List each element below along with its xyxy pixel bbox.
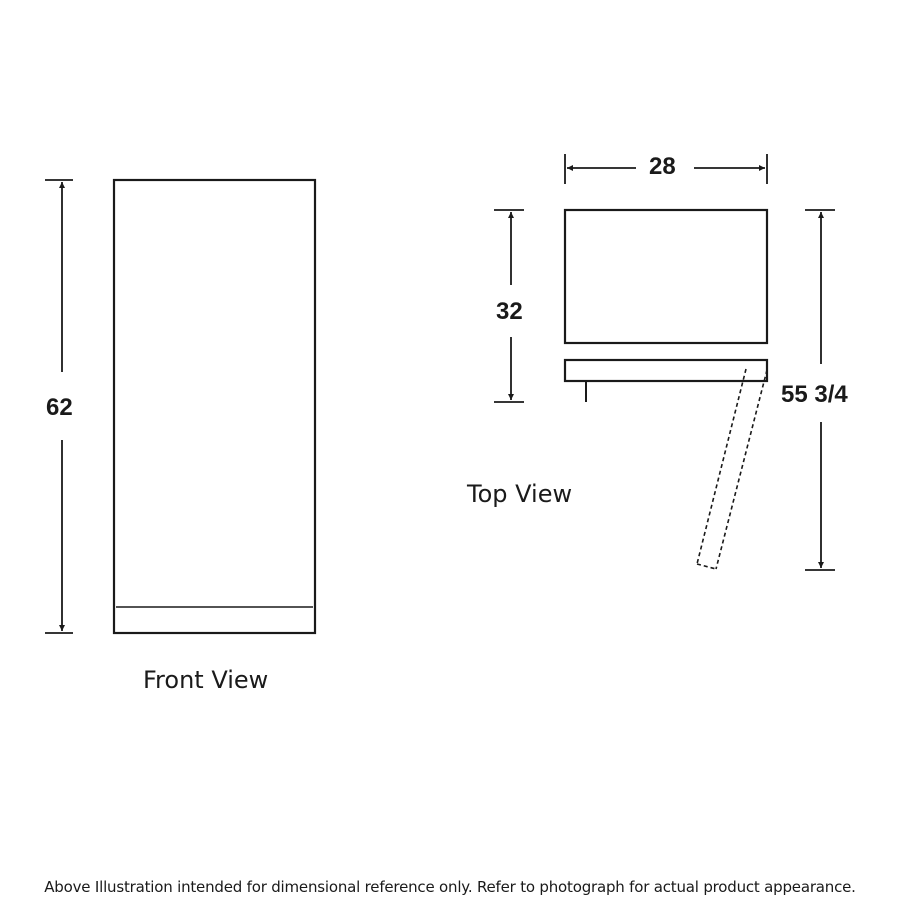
top-view-label: Top View [467, 480, 573, 508]
width-dimension-line [564, 154, 768, 184]
depth-dimension-line [494, 209, 524, 403]
top-view-cabinet [563, 208, 769, 345]
height-dimension-label: 62 [46, 394, 73, 421]
disclaimer-footnote: Above Illustration intended for dimensio… [44, 878, 856, 896]
top-view-door-closed [563, 358, 769, 383]
height-dimension-line [45, 179, 73, 634]
width-dimension-label: 28 [649, 153, 676, 180]
top-view-drawing [563, 208, 769, 570]
door-open-dimension-label: 55 3/4 [781, 381, 848, 408]
depth-dimension-label: 32 [496, 298, 523, 325]
front-view-label: Front View [143, 666, 269, 694]
top-view-door-open-outline [696, 368, 768, 570]
front-view-body [112, 178, 317, 635]
front-view-drawing [112, 178, 317, 635]
door-open-dimension-line [805, 209, 835, 571]
